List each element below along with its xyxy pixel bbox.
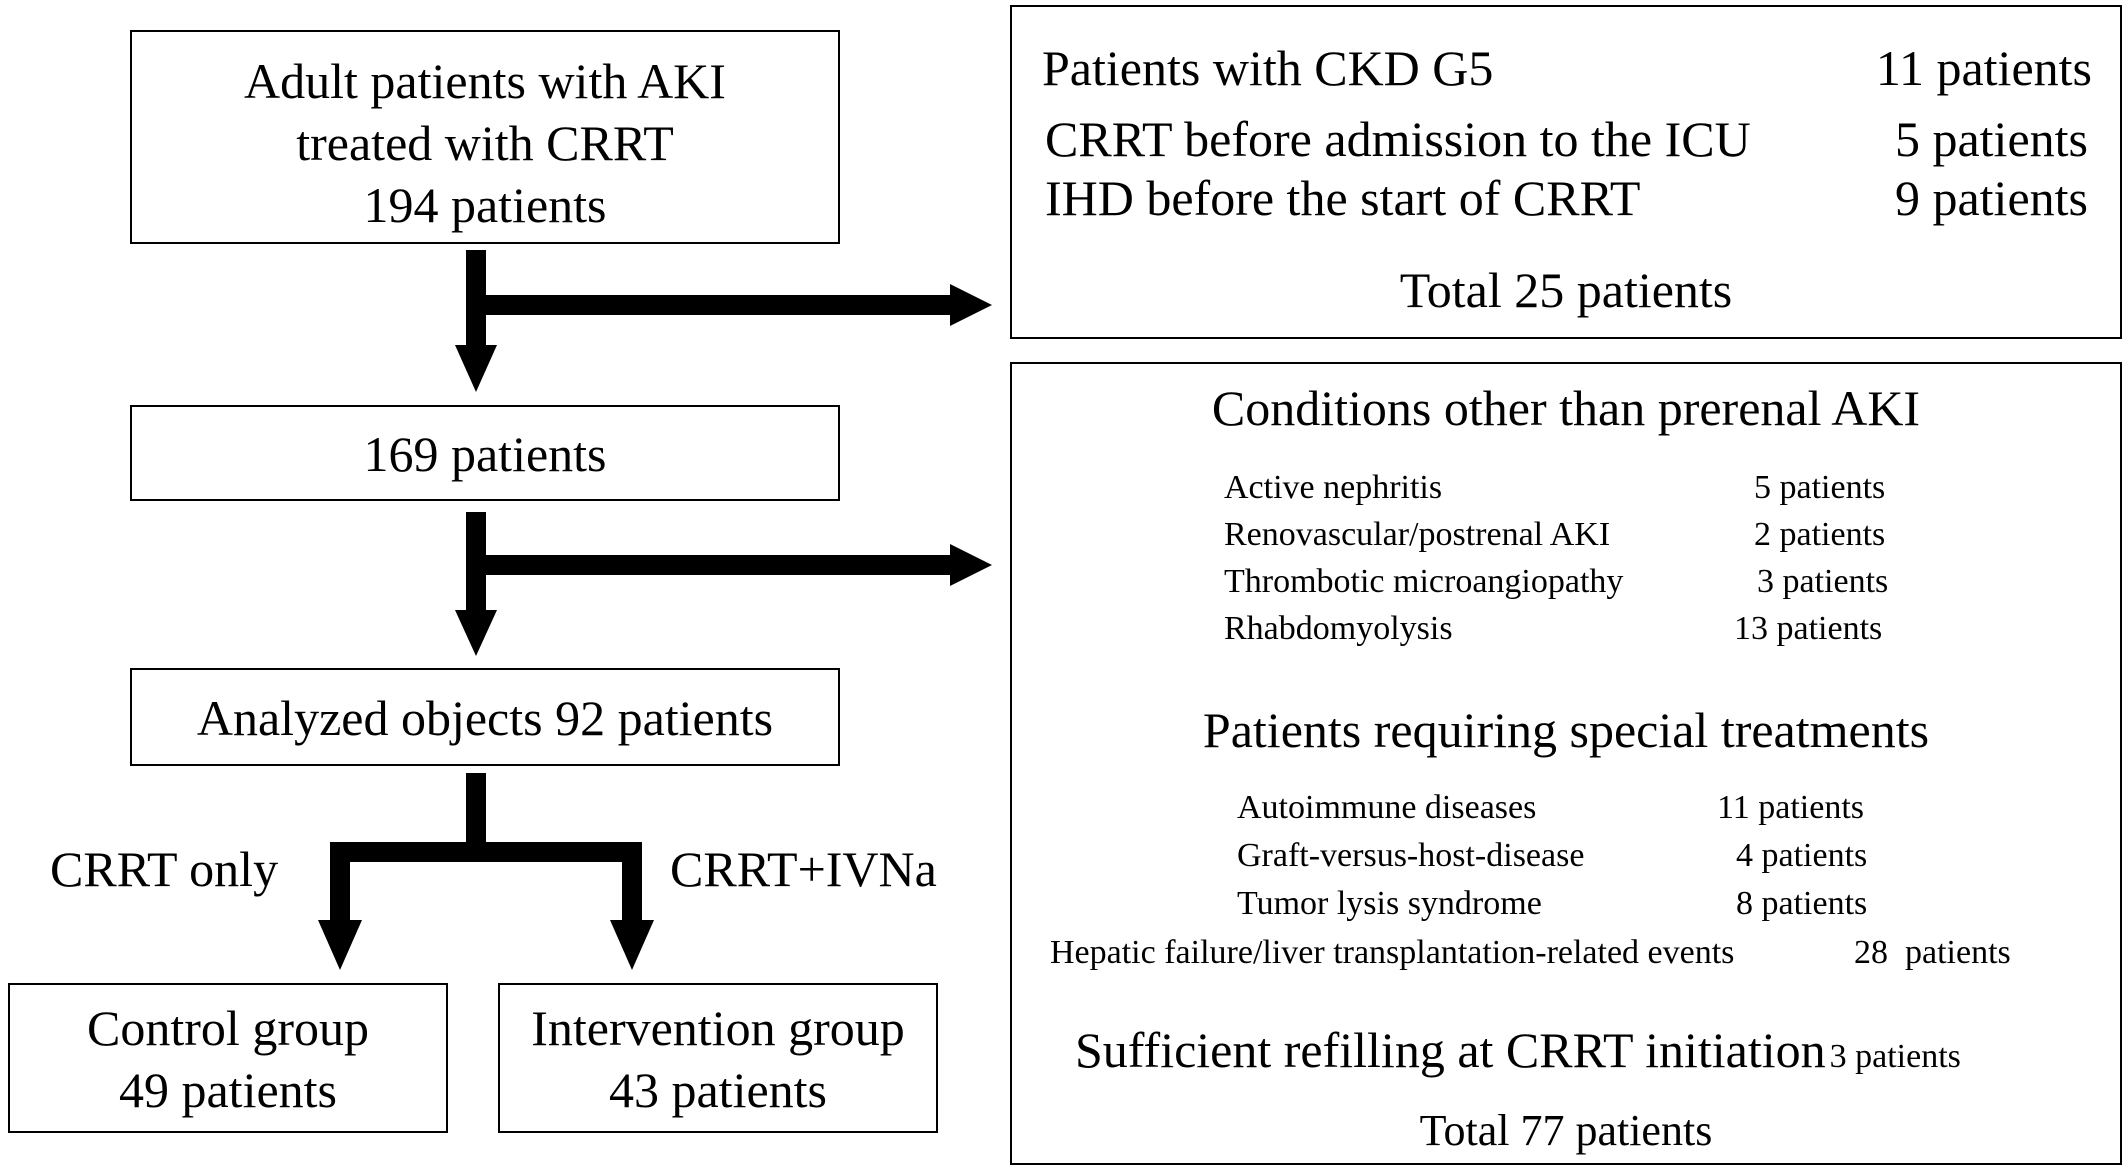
excl2-total: Total 77 patients [1419, 1106, 1713, 1155]
start-box: Adult patients with AKI treated with CRR… [130, 30, 840, 244]
excl2-s2-row3-label: Tumor lysis syndrome [1237, 885, 1542, 922]
excl2-s1-row1-count: 5 patients [1754, 469, 1886, 506]
arrowhead-intervention [610, 920, 654, 970]
excl2-s2-row4-label: Hepatic failure/liver transplantation-re… [1050, 934, 1735, 971]
excl2-section3-count: 3 patients [1829, 1038, 1961, 1075]
arrowhead-exclusion1 [950, 284, 992, 326]
control-line2: 49 patients [118, 1062, 338, 1118]
branch-label-crrt-only: CRRT only [50, 841, 279, 897]
intervention-line1: Intervention group [531, 1000, 905, 1056]
control-group-box: Control group 49 patients [8, 983, 448, 1133]
exclusion-box-2: Conditions other than prerenal AKI Activ… [1010, 362, 2122, 1165]
arrowhead-exclusion2 [950, 544, 992, 586]
excl2-section3-row: Sufficient refilling at CRRT initiation … [1075, 1019, 1961, 1081]
excl1-total: Total 25 patients [1399, 262, 1733, 318]
excl1-row1-label: Patients with CKD G5 [1042, 40, 1494, 96]
excl1-row1-count: 11 patients [1875, 40, 2092, 96]
excl2-s1-row3-count: 3 patients [1757, 563, 1889, 600]
excl1-row3-count: 9 patients [1894, 170, 2088, 226]
excl2-s1-row2-label: Renovascular/postrenal AKI [1224, 516, 1611, 553]
arrowhead-control [318, 920, 362, 970]
excl2-s2-row1-label: Autoimmune diseases [1237, 789, 1537, 826]
excl2-section1-title: Conditions other than prerenal AKI [1211, 380, 1921, 436]
excl2-s2-row2-label: Graft-versus-host-disease [1237, 837, 1585, 874]
excl2-section2-title: Patients requiring special treatments [1202, 702, 1930, 758]
excl2-s2-row4-count: 28 patients [1854, 934, 2011, 971]
excl2-s2-row1-count: 11 patients [1717, 789, 1864, 826]
mid-label: 169 patients [363, 426, 607, 482]
excl2-s2-row3-count: 8 patients [1736, 885, 1868, 922]
excl2-s1-row3-label: Thrombotic microangiopathy [1224, 563, 1624, 600]
control-line1: Control group [87, 1000, 369, 1056]
analyzed-label: Analyzed objects 92 patients [196, 690, 774, 746]
excl1-row2-label: CRRT before admission to the ICU [1045, 111, 1751, 167]
intervention-group-box: Intervention group 43 patients [498, 983, 938, 1133]
branch-label-crrt-ivna: CRRT+IVNa [670, 841, 937, 897]
exclusion-box-1: Patients with CKD G5 11 patients CRRT be… [1010, 5, 2122, 339]
excl2-s1-row1-label: Active nephritis [1224, 469, 1443, 506]
excl1-row2-count: 5 patients [1894, 111, 2088, 167]
arrowhead-analyzed [455, 610, 497, 656]
excl2-s1-row2-count: 2 patients [1754, 516, 1886, 553]
excl1-row3-label: IHD before the start of CRRT [1045, 170, 1641, 226]
mid-box: 169 patients [130, 405, 840, 501]
start-line3: 194 patients [363, 177, 607, 233]
intervention-line2: 43 patients [608, 1062, 828, 1118]
excl2-section3-title: Sufficient refilling at CRRT initiation [1075, 1022, 1826, 1078]
start-line1: Adult patients with AKI [244, 53, 726, 109]
arrowhead-mid [455, 345, 497, 392]
excl2-s2-row2-count: 4 patients [1736, 837, 1868, 874]
excl2-s1-row4-count: 13 patients [1734, 610, 1883, 647]
start-line2: treated with CRRT [296, 115, 674, 171]
excl2-s1-row4-label: Rhabdomyolysis [1224, 610, 1453, 647]
analyzed-box: Analyzed objects 92 patients [130, 668, 840, 766]
